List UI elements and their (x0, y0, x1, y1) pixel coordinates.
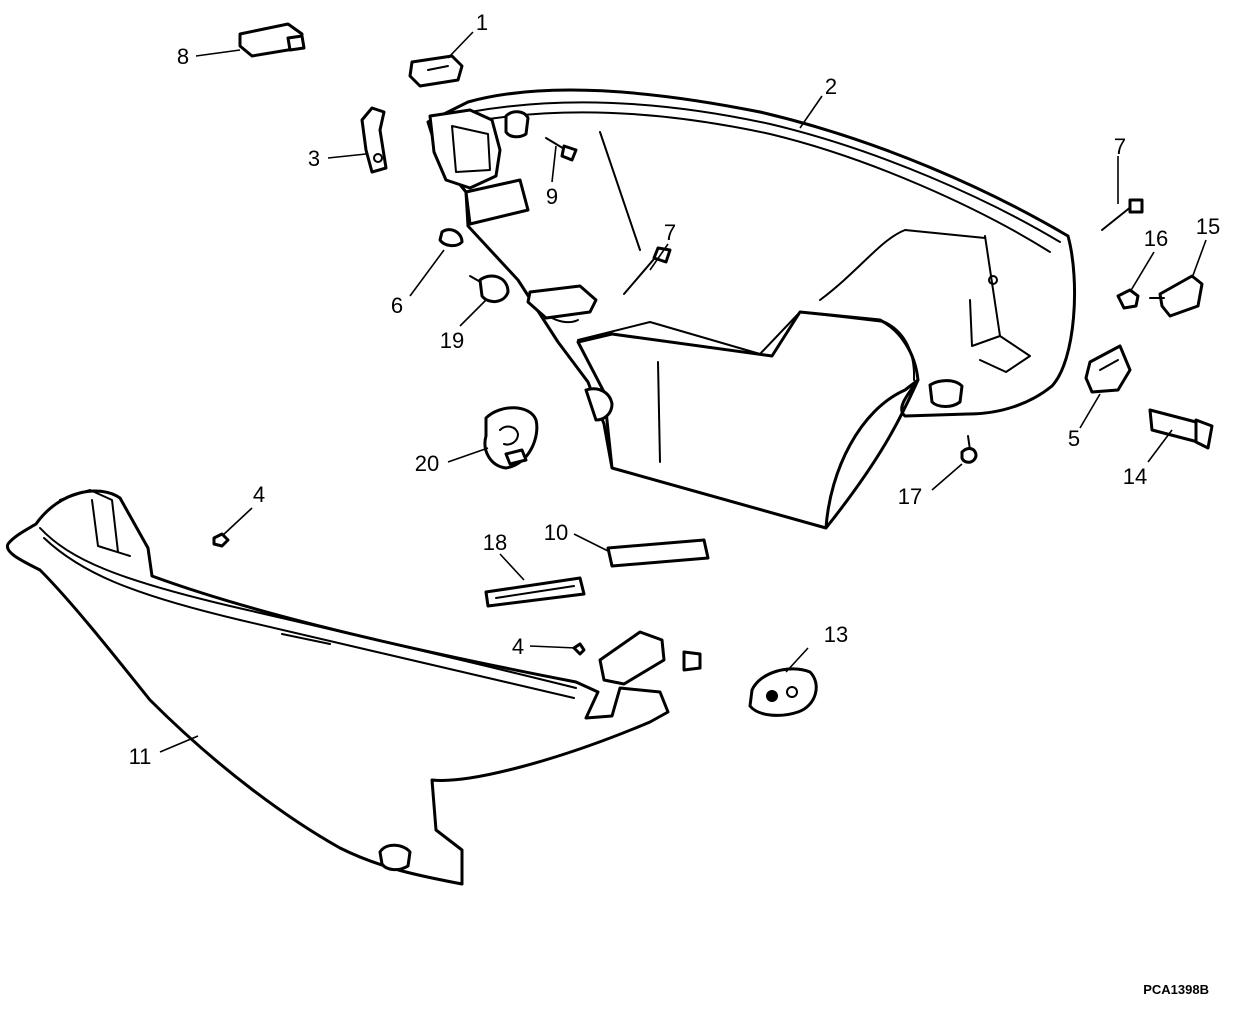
part-18-strip (484, 576, 586, 608)
part-20-grommet (483, 406, 539, 470)
part-16-nut (1116, 288, 1140, 310)
leader-3 (327, 153, 367, 159)
callout-14: 14 (1123, 464, 1147, 489)
leader-4a (221, 507, 253, 537)
callout-9: 9 (546, 184, 558, 209)
part-5-latch-catch (1084, 344, 1132, 394)
callout-labels: 1 2 3 4 4 5 6 7 7 8 9 10 11 13 14 15 16 … (129, 10, 1221, 769)
part-8-latch (238, 22, 306, 58)
leader-18 (499, 553, 525, 581)
part-7-screw-right (1101, 198, 1144, 231)
leader-14 (1147, 429, 1173, 463)
leader-8 (195, 49, 241, 57)
callout-18: 18 (483, 530, 507, 555)
part-1-clip (408, 54, 464, 88)
part-19-stud (469, 274, 510, 303)
leader-2 (799, 95, 823, 129)
part-9-screw (545, 137, 578, 162)
callout-15: 15 (1196, 214, 1220, 239)
leader-15 (1191, 239, 1207, 279)
callout-7a: 7 (664, 220, 676, 245)
leader-lines (159, 31, 1207, 753)
callout-11: 11 (129, 744, 152, 769)
callout-20: 20 (415, 451, 439, 476)
callout-8: 8 (177, 44, 189, 69)
leader-17 (931, 463, 963, 491)
leader-4b (529, 645, 577, 649)
callout-6: 6 (391, 293, 403, 318)
part-13-grommet (748, 667, 818, 717)
part-14-pin (1148, 408, 1214, 450)
callout-5: 5 (1068, 426, 1080, 451)
leader-7a (649, 243, 669, 271)
upper-cowl-part-2 (426, 88, 1077, 530)
part-15-hook (1149, 274, 1204, 318)
leader-11 (159, 735, 199, 753)
leader-9 (551, 145, 557, 183)
part-4-nut-lower (572, 642, 586, 656)
lower-cowl-part-11 (5, 489, 702, 886)
part-4-nut-upper (212, 532, 230, 548)
callout-13: 13 (824, 622, 848, 647)
callout-7b: 7 (1114, 134, 1126, 159)
part-6-washer (438, 228, 464, 248)
callout-10: 10 (544, 520, 568, 545)
callout-16: 16 (1144, 226, 1168, 251)
figure-reference: PCA1398B (1143, 982, 1209, 997)
leader-13 (785, 647, 809, 673)
part-17-screw (960, 435, 978, 464)
part-10-pin (606, 538, 710, 568)
leader-16 (1129, 251, 1155, 293)
callout-2: 2 (825, 74, 837, 99)
leader-1 (447, 31, 474, 59)
leader-5 (1079, 393, 1101, 429)
part-3-bracket (360, 106, 388, 174)
callout-4b: 4 (512, 634, 524, 659)
callout-1: 1 (476, 10, 488, 35)
callout-17: 17 (898, 484, 922, 509)
callout-3: 3 (308, 146, 320, 171)
callout-19: 19 (440, 328, 464, 353)
leader-19 (459, 299, 487, 327)
leader-6 (409, 249, 445, 297)
leader-10 (573, 533, 611, 553)
leader-20 (447, 447, 489, 463)
callout-4a: 4 (253, 482, 265, 507)
